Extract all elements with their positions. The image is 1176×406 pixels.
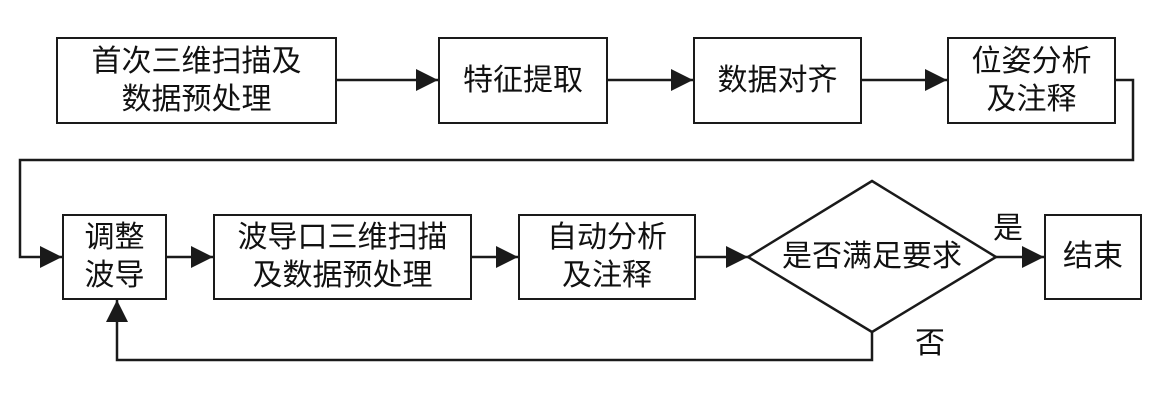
node-pose-analysis-line2: 及注释 <box>986 81 1077 117</box>
node-first-scan-preprocess: 首次三维扫描及 数据预处理 <box>56 37 337 124</box>
node-pose-analysis: 位姿分析 及注释 <box>947 37 1116 124</box>
node-auto-analysis-line1: 自动分析 <box>547 220 667 255</box>
node-auto-analysis: 自动分析 及注释 <box>518 214 696 300</box>
node-pose-analysis-line1: 位姿分析 <box>971 43 1092 79</box>
node-port-scan-preprocess: 波导口三维扫描 及数据预处理 <box>213 214 472 300</box>
node-adjust-waveguide-line2: 波导 <box>84 258 145 293</box>
branch-yes-label: 是 <box>993 211 1023 246</box>
node-feature-extraction-label: 特征提取 <box>463 62 583 98</box>
arrow-decision-n5 <box>106 300 874 362</box>
arrow-n4-n5 <box>18 78 1135 268</box>
node-first-scan-line1: 首次三维扫描及 <box>91 43 302 79</box>
node-adjust-waveguide: 调整 波导 <box>62 214 167 300</box>
node-first-scan-line2: 数据预处理 <box>121 81 272 117</box>
node-data-alignment: 数据对齐 <box>693 37 862 124</box>
node-port-scan-line2: 及数据预处理 <box>252 258 433 293</box>
node-port-scan-line1: 波导口三维扫描 <box>237 220 448 255</box>
node-auto-analysis-line2: 及注释 <box>562 258 652 293</box>
decision-label: 是否满足要求 <box>782 239 962 274</box>
node-adjust-waveguide-line1: 调整 <box>84 220 145 255</box>
node-end: 结束 <box>1044 214 1142 300</box>
branch-no-label: 否 <box>915 326 945 361</box>
decision-diamond <box>745 179 999 334</box>
node-data-alignment-label: 数据对齐 <box>717 62 838 98</box>
node-feature-extraction: 特征提取 <box>438 37 608 124</box>
node-end-label: 结束 <box>1063 239 1123 274</box>
